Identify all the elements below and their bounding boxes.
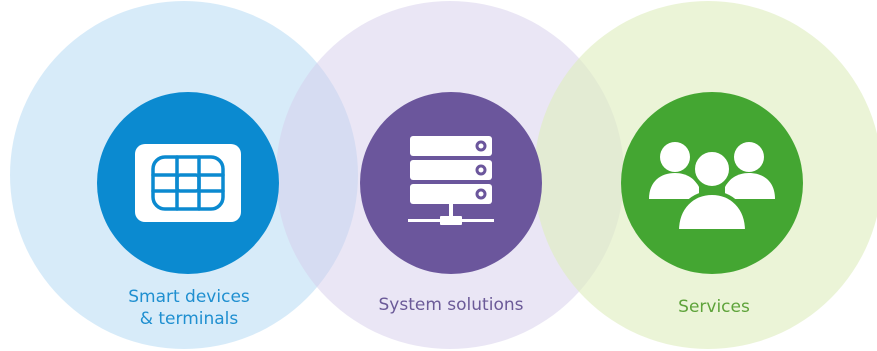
label-services: Services — [609, 296, 819, 318]
label-line: Smart devices — [128, 287, 250, 307]
label-system-solutions: System solutions — [346, 294, 556, 316]
system-solutions-badge — [360, 92, 542, 274]
smart-devices-badge — [97, 92, 279, 274]
services-badge — [621, 92, 803, 274]
label-smart-devices: Smart devices & terminals — [84, 286, 294, 330]
label-line: System solutions — [378, 295, 524, 315]
label-line: Services — [678, 297, 750, 317]
server-stack-icon — [408, 136, 494, 225]
label-line: & terminals — [139, 309, 239, 329]
sim-card-icon — [135, 144, 241, 222]
people-group-icon — [649, 142, 775, 233]
